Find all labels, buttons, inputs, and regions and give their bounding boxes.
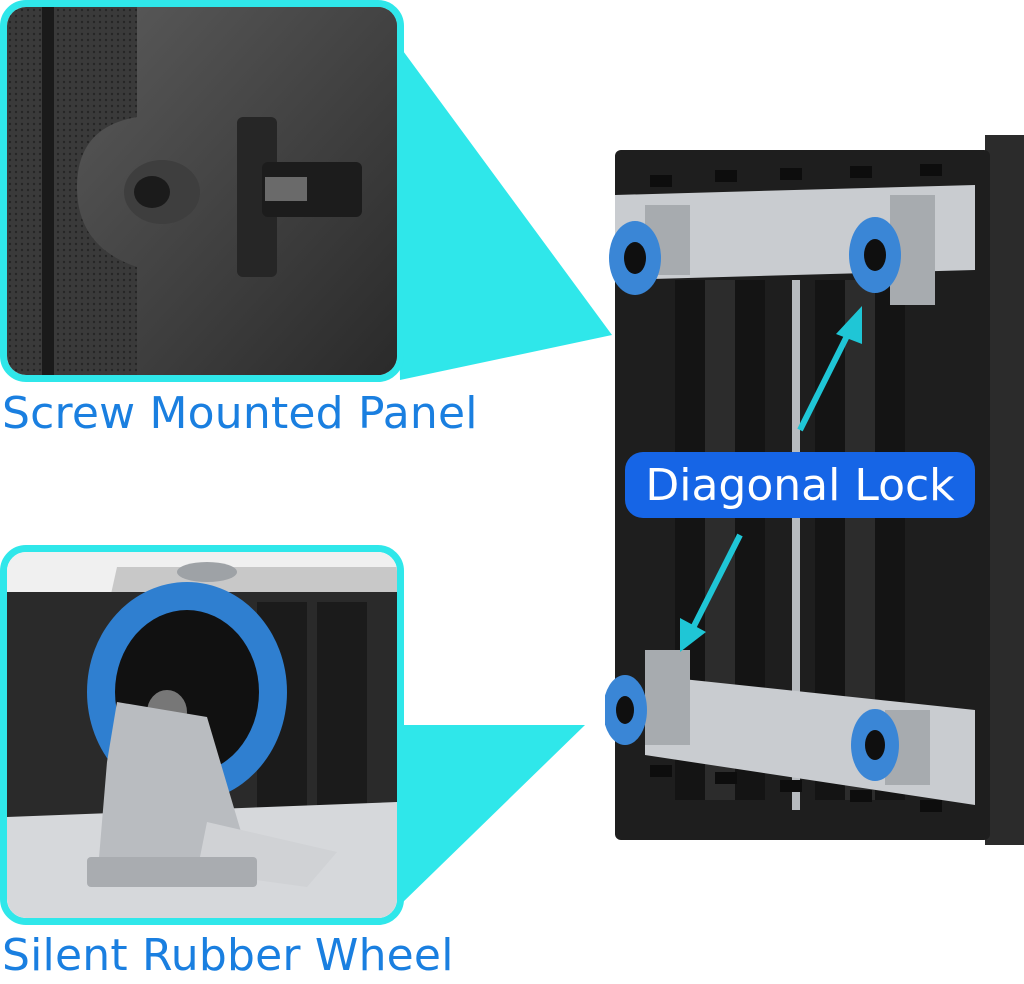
wheel-top-left <box>609 205 690 295</box>
rubber-wheel-closeup <box>0 545 404 925</box>
base-underside-image <box>603 135 1024 845</box>
diagonal-lock-callout: Diagonal Lock <box>625 452 975 518</box>
rubber-wheel-image <box>7 552 397 918</box>
arrow-up-line <box>797 328 853 432</box>
top-caption: Screw Mounted Panel <box>2 388 478 439</box>
arrow-down-line <box>690 533 743 630</box>
wheel-bottom-left <box>603 650 690 745</box>
bottom-caption: Silent Rubber Wheel <box>2 930 454 981</box>
screw-panel-image <box>7 7 397 375</box>
arrow-up-head <box>836 306 862 344</box>
bottom-connector-wedge <box>395 725 585 905</box>
product-base-photo <box>603 130 1024 850</box>
arrow-down-head <box>680 618 706 652</box>
wheel-bottom-right <box>851 709 930 785</box>
screw-panel-closeup <box>0 0 404 382</box>
wheel-top-right <box>849 195 935 305</box>
top-connector-wedge <box>395 40 612 380</box>
